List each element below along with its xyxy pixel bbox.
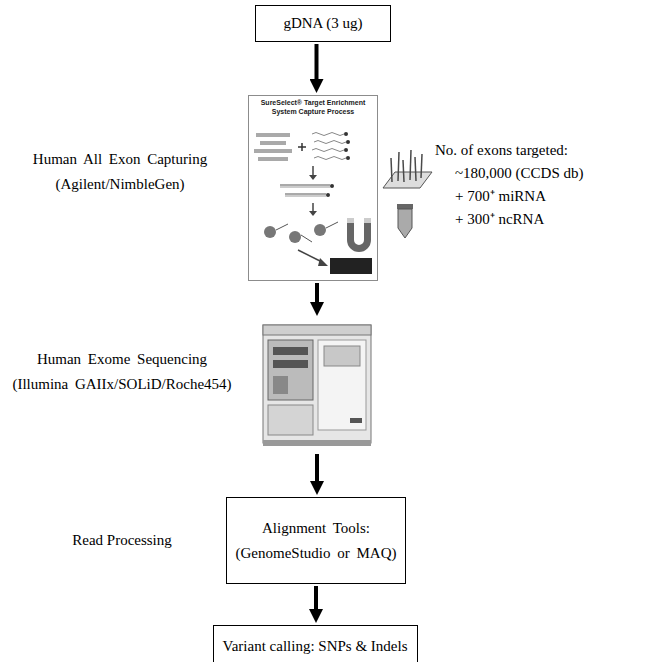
magnet bbox=[347, 220, 371, 252]
step-label: Human Exome Sequencing (Illumina GAIIx/S… bbox=[10, 347, 235, 397]
annotation-text: No. of exons targeted: bbox=[435, 141, 568, 159]
sequencer-slot bbox=[273, 347, 308, 355]
sequencer-body bbox=[263, 325, 371, 443]
biotin-dots bbox=[344, 132, 350, 160]
annotation-text: + 700⁺ miRNA bbox=[455, 187, 546, 205]
dna-strand bbox=[258, 158, 288, 159]
plus-bar bbox=[301, 143, 303, 151]
step-arrow bbox=[298, 250, 322, 262]
sequencer-slot bbox=[273, 360, 308, 368]
sequencer-figure: Human Exome Sequencing (Illumina GAIIx/S… bbox=[258, 318, 376, 452]
biotin-dot bbox=[344, 148, 348, 152]
dna-strand bbox=[254, 152, 292, 153]
bait-strand bbox=[314, 157, 346, 160]
bait-strand bbox=[312, 133, 344, 136]
step-arrow bbox=[312, 203, 314, 211]
flow-arrow bbox=[315, 454, 319, 482]
probe bbox=[410, 150, 411, 180]
dna-strand bbox=[256, 136, 290, 137]
bait-strand bbox=[312, 149, 344, 152]
step-label: Human All Exon Capturing (Agilent/Nimble… bbox=[30, 147, 211, 197]
step-label: Read Processing bbox=[72, 528, 172, 553]
figure-title: SureSelect® Target Enrichment System Cap… bbox=[252, 99, 374, 116]
box-label: gDNA (3 ug) bbox=[283, 11, 362, 36]
step-arrowhead bbox=[318, 258, 328, 266]
biotin-dot bbox=[330, 184, 334, 188]
array-slide bbox=[383, 172, 432, 188]
bead bbox=[264, 226, 276, 238]
plus-sign bbox=[298, 143, 306, 151]
capture-figure: Human All Exon Capturing (Agilent/Nimble… bbox=[248, 95, 378, 281]
biotin-dot bbox=[326, 193, 330, 197]
probe bbox=[391, 158, 392, 182]
bait-strand bbox=[314, 141, 346, 144]
dna-strand bbox=[301, 235, 312, 242]
capture-illustration bbox=[254, 132, 372, 274]
step-arrow bbox=[312, 166, 314, 175]
box-label: Variant calling: SNPs & Indels bbox=[223, 634, 408, 659]
bead bbox=[314, 224, 326, 236]
microarray-icon bbox=[383, 150, 432, 188]
dna-strand bbox=[285, 194, 326, 195]
annotation-text: + 300⁺ ncRNA bbox=[455, 210, 544, 228]
dna-fragments bbox=[254, 134, 292, 160]
sequencer-illustration bbox=[263, 325, 371, 446]
flow-arrow bbox=[315, 283, 319, 303]
bead bbox=[289, 231, 301, 243]
biotin-dot bbox=[346, 140, 350, 144]
hybrid-strands bbox=[280, 185, 330, 196]
flow-arrow bbox=[314, 586, 318, 610]
dna-strand bbox=[326, 222, 338, 228]
input-box: gDNA (3 ug) bbox=[255, 5, 391, 42]
probe bbox=[421, 154, 422, 178]
magnet-pole bbox=[347, 218, 354, 223]
probe bbox=[415, 157, 416, 181]
sequencer-module bbox=[268, 340, 313, 400]
dna-strand bbox=[260, 142, 286, 143]
probe bbox=[403, 160, 404, 182]
bait-strand bbox=[285, 196, 326, 197]
sequencer-screen bbox=[324, 346, 360, 366]
array-probes bbox=[391, 150, 422, 182]
step-arrowhead bbox=[309, 175, 317, 180]
bait-strand bbox=[280, 187, 330, 188]
step-arrowhead bbox=[309, 211, 317, 216]
flow-arrow bbox=[315, 44, 319, 80]
tube-cap bbox=[397, 204, 413, 209]
magnet-pole bbox=[364, 218, 371, 223]
dna-strand bbox=[276, 224, 288, 230]
box-label: Alignment Tools: (GenomeStudio or MAQ) bbox=[233, 516, 399, 566]
dna-strand bbox=[280, 185, 330, 186]
rna-baits bbox=[312, 133, 346, 160]
sequencer-door bbox=[273, 376, 288, 394]
sequencer-logo bbox=[350, 418, 362, 423]
biotin-dot bbox=[346, 156, 350, 160]
dna-strand bbox=[256, 134, 290, 135]
process-box: Read ProcessingAlignment Tools: (GenomeS… bbox=[226, 497, 406, 584]
probe bbox=[398, 152, 399, 181]
dna-strand bbox=[260, 144, 286, 145]
annotation-text: ~180,000 (CCDS db) bbox=[455, 164, 584, 182]
biotin-dot bbox=[344, 132, 348, 136]
tube-icon bbox=[397, 204, 413, 238]
sequencer-base bbox=[263, 440, 371, 446]
sequencer-drawer bbox=[268, 405, 313, 435]
output-box: Variant calling: SNPs & Indels bbox=[213, 625, 418, 662]
sequencing-block bbox=[330, 258, 372, 274]
tube-body bbox=[398, 209, 412, 238]
dna-strand bbox=[254, 150, 292, 151]
dna-strand bbox=[258, 160, 288, 161]
beads bbox=[264, 222, 338, 243]
sequencer-lid bbox=[263, 325, 371, 335]
sequencer-panel bbox=[318, 340, 366, 430]
